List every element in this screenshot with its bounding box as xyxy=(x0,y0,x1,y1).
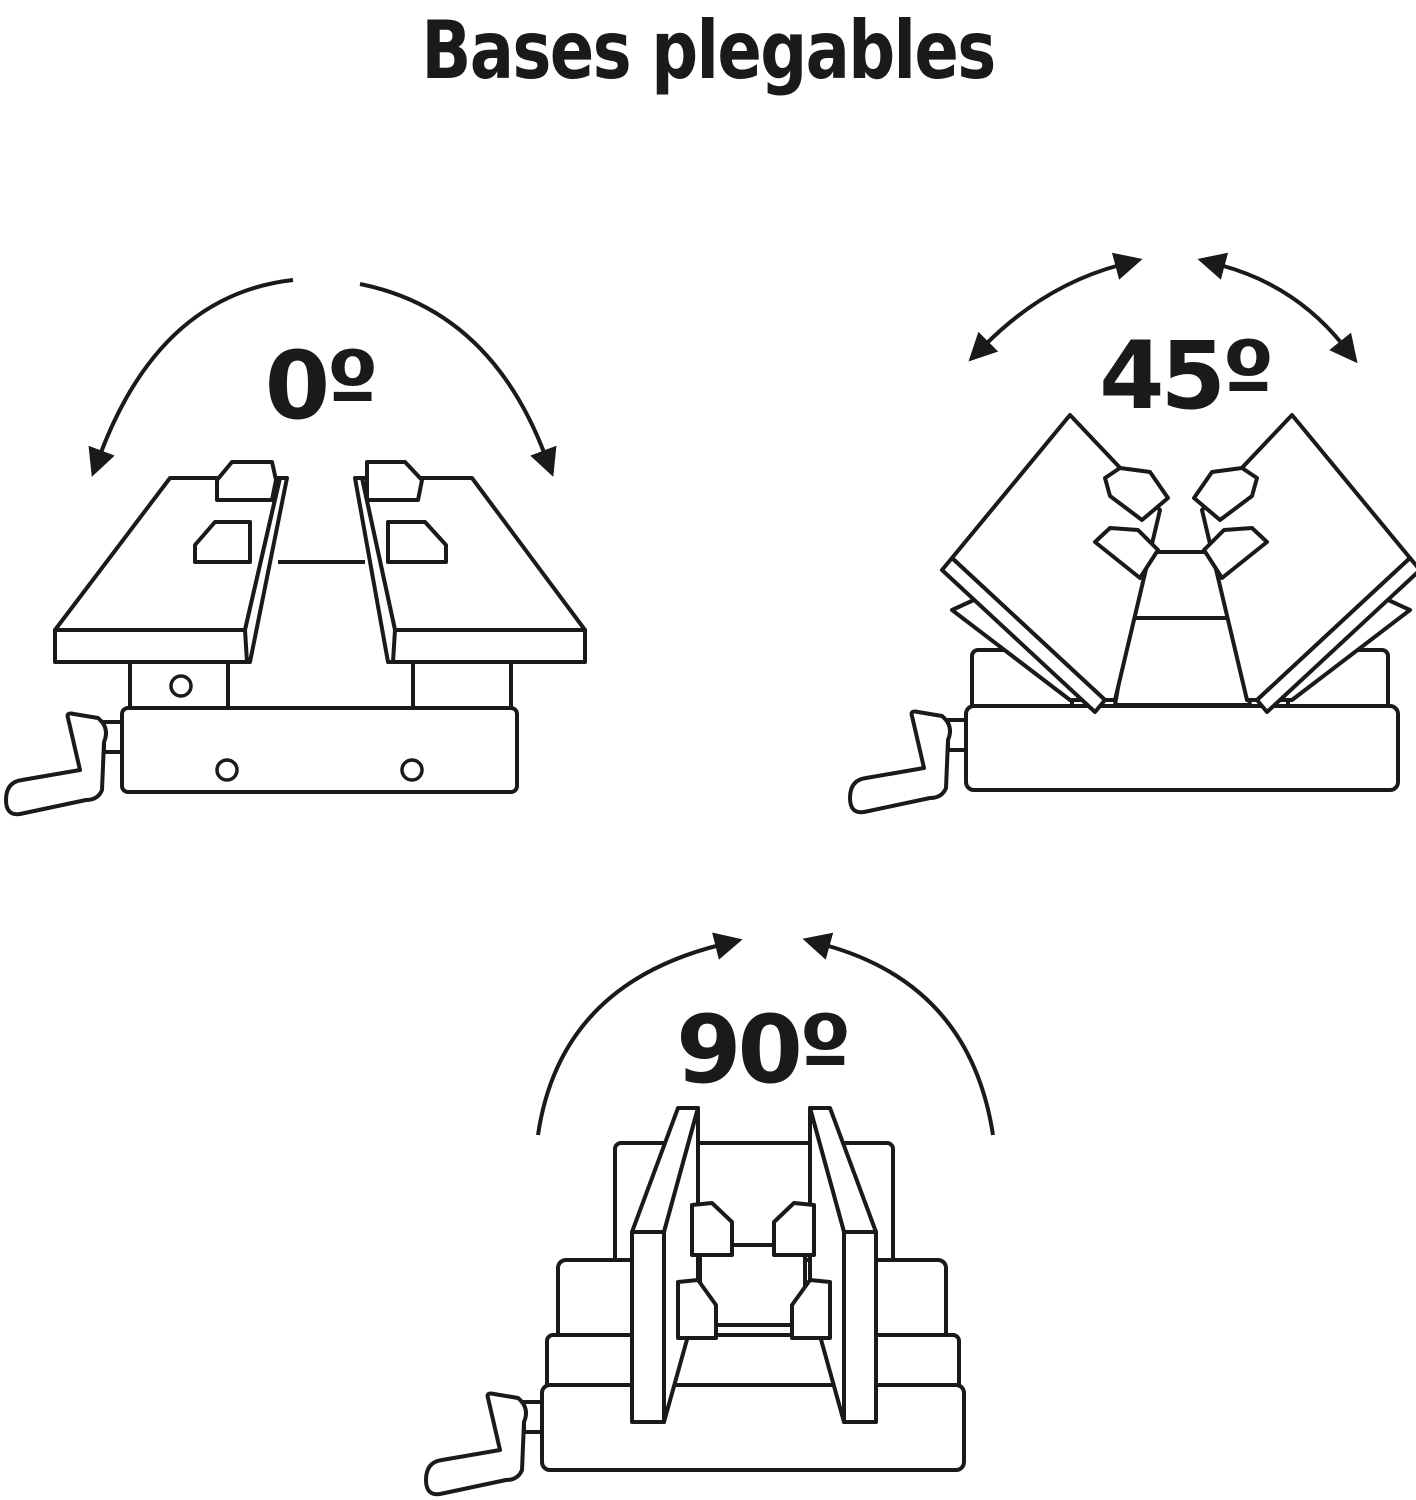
jaw-pad xyxy=(1103,466,1170,522)
right-plate-edge xyxy=(1255,556,1416,714)
right-plate-edge xyxy=(391,628,587,664)
jaw-pad xyxy=(365,460,424,502)
page-title: Bases plegables xyxy=(421,3,996,97)
jaw-pad xyxy=(1202,526,1269,580)
vise-base xyxy=(540,1383,966,1472)
support-hole xyxy=(169,674,193,698)
right-double-arrow xyxy=(1197,252,1358,364)
rotation-arrows-90 xyxy=(536,932,995,1136)
left-double-arrow xyxy=(968,252,1143,362)
crank-arm xyxy=(848,709,952,815)
angle-label-0: 0º xyxy=(265,332,375,441)
jaw-pad xyxy=(772,1201,816,1257)
right-plate-face xyxy=(842,1230,878,1424)
vise-base xyxy=(964,704,1400,792)
rotation-arrows-45 xyxy=(968,252,1358,364)
vise-90-degrees: 90º xyxy=(424,932,995,1497)
jaw-pad xyxy=(676,1278,718,1340)
crank-handle[interactable] xyxy=(4,711,124,817)
base-hole xyxy=(215,758,239,782)
jaw-pad xyxy=(193,520,252,564)
vise-45-degrees: 45º xyxy=(848,252,1416,815)
jaw-pad xyxy=(790,1278,832,1340)
crank-arm xyxy=(4,711,108,817)
left-arc-arrow xyxy=(88,278,294,477)
left-plate-edge xyxy=(940,556,1107,714)
jaw-pad xyxy=(1192,466,1259,522)
right-arc-arrow xyxy=(802,932,995,1136)
jaw-pad xyxy=(386,520,448,564)
crank-handle[interactable] xyxy=(424,1391,544,1497)
left-plate-inner-edge xyxy=(243,476,289,664)
jaw-pad xyxy=(1093,526,1160,580)
jaw-pad xyxy=(690,1201,734,1257)
right-plate-inner-edge xyxy=(353,476,397,664)
crank-arm xyxy=(424,1391,528,1497)
left-plate-edge xyxy=(53,628,249,664)
vise-0-degrees: 0º xyxy=(4,278,587,817)
vise-base xyxy=(120,706,519,794)
jaw-pad xyxy=(215,460,278,502)
base-hole xyxy=(400,758,424,782)
left-arc-arrow xyxy=(536,932,743,1136)
angle-label-45: 45º xyxy=(1099,322,1271,431)
rotation-arrows-0 xyxy=(88,278,557,477)
right-arc-arrow xyxy=(359,282,557,477)
crank-handle[interactable] xyxy=(848,709,968,815)
left-plate-face xyxy=(630,1230,666,1424)
angle-label-90: 90º xyxy=(676,996,848,1105)
right-support xyxy=(411,658,513,710)
